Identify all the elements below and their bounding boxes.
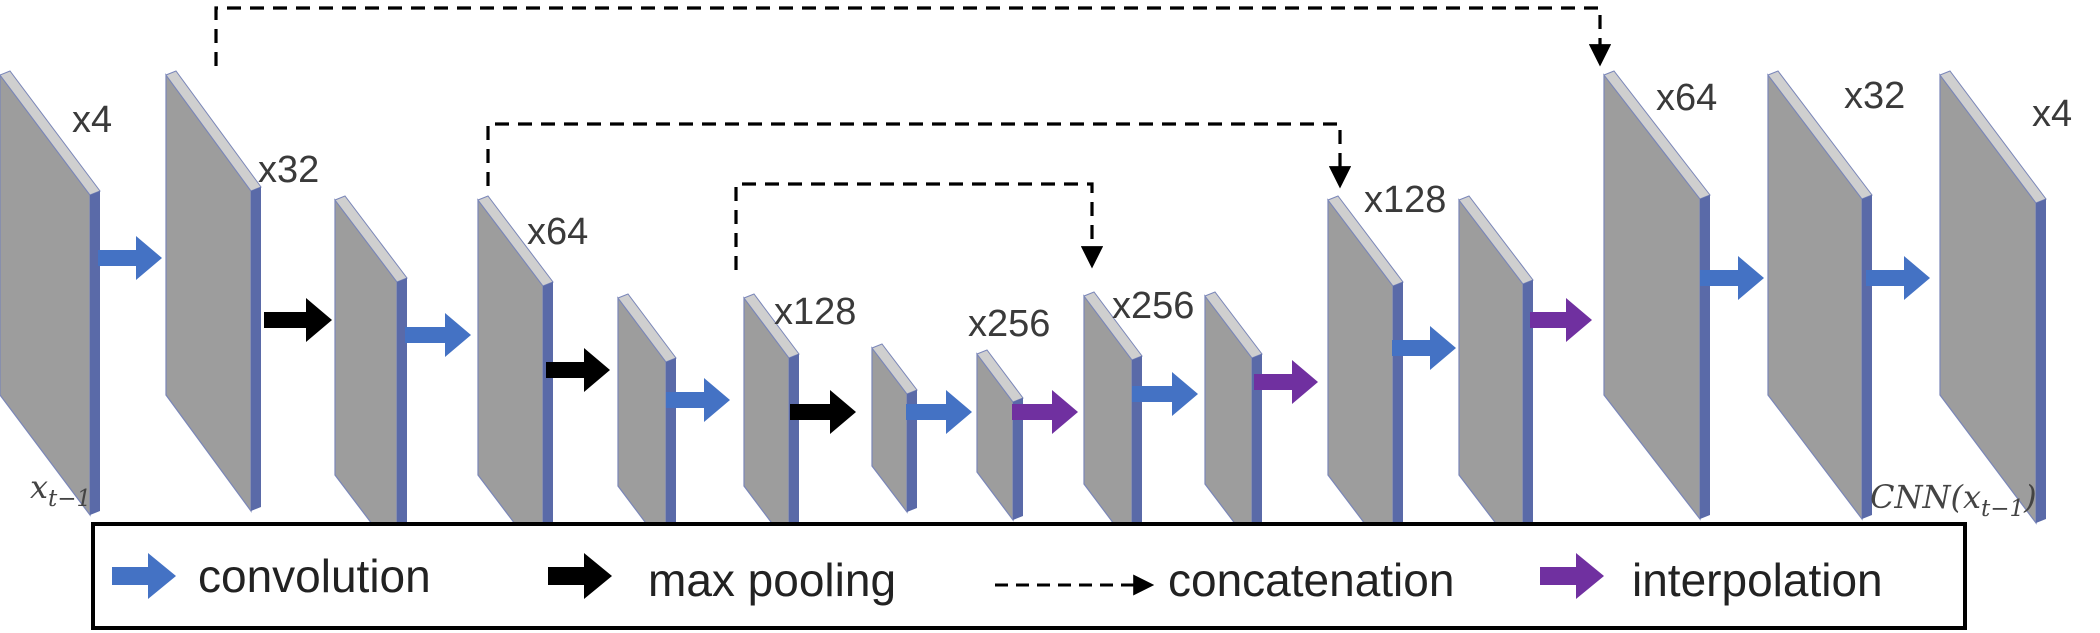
interpolation-arrow <box>1012 390 1078 434</box>
feature-map-block <box>1603 70 1711 521</box>
feature-map-side-face <box>543 282 553 561</box>
legend-max-pooling-arrow <box>548 553 612 599</box>
feature-map-side-face <box>1862 195 1872 519</box>
legend-concatenation-label: concatenation <box>1168 554 1454 606</box>
feature-map-front-face <box>1767 73 1863 521</box>
feature-map-side-face <box>907 390 917 512</box>
feature-map-block <box>0 70 101 517</box>
feature-map-front-face <box>1939 73 2037 525</box>
feature-map-block <box>976 349 1024 522</box>
feature-map-side-face <box>397 278 407 557</box>
legend-box <box>91 522 1967 630</box>
feature-map-block <box>1767 70 1873 521</box>
feature-map-blocks <box>0 70 2047 563</box>
concatenation-skip-arrow <box>734 182 1104 270</box>
feature-map-block <box>477 195 554 563</box>
feature-map-side-face <box>1013 398 1023 520</box>
feature-map-side-face <box>666 358 676 550</box>
max-pooling-arrow <box>790 390 856 434</box>
legend-interpolation-arrow <box>1540 553 1604 599</box>
channel-label-x128-up: x128 <box>1364 179 1446 221</box>
channel-label-x32-up: x32 <box>1844 75 1905 117</box>
convolution-arrow <box>98 236 162 280</box>
channel-label-x4-output: x4 <box>2032 93 2072 135</box>
operation-arrows <box>98 236 1930 434</box>
feature-map-side-face <box>1700 195 1710 519</box>
channel-label-x128: x128 <box>774 291 856 333</box>
skip-connections <box>214 6 1612 270</box>
convolution-arrow <box>1866 256 1930 300</box>
feature-map-side-face <box>1523 280 1533 559</box>
channel-label-x4-input: x4 <box>72 99 112 141</box>
feature-map-side-face <box>1252 354 1262 546</box>
feature-map-side-face <box>1393 282 1403 561</box>
legend-convolution-arrow <box>112 553 176 599</box>
feature-map-side-face <box>90 191 100 515</box>
feature-map-block <box>165 70 262 513</box>
legend-max-pooling-label: max pooling <box>648 554 896 606</box>
feature-map-block <box>334 195 408 559</box>
interpolation-arrow <box>1254 360 1318 404</box>
feature-map-block <box>1327 195 1404 563</box>
feature-map-side-face <box>2036 199 2046 523</box>
feature-map-block <box>1204 291 1263 548</box>
max-pooling-arrow <box>264 298 332 342</box>
max-pooling-arrow <box>546 348 610 392</box>
interpolation-arrow <box>1530 298 1592 342</box>
feature-map-front-face <box>165 73 252 513</box>
feature-map-block <box>617 293 677 552</box>
convolution-arrow <box>405 313 471 357</box>
convolution-arrow <box>1392 326 1456 370</box>
channel-label-x64-up: x64 <box>1656 77 1717 119</box>
concatenation-skip-arrow <box>214 6 1612 67</box>
concatenation-skip-arrow <box>486 122 1352 189</box>
legend-convolution-label: convolution <box>198 550 431 602</box>
channel-label-x256-a: x256 <box>968 303 1050 345</box>
feature-map-block <box>1083 291 1143 550</box>
convolution-arrow <box>666 378 730 422</box>
channel-label-x64: x64 <box>527 211 588 253</box>
feature-map-side-face <box>1132 356 1142 548</box>
convolution-arrow <box>906 390 972 434</box>
feature-map-side-face <box>789 354 799 546</box>
channel-label-x256-b: x256 <box>1112 285 1194 327</box>
feature-map-side-face <box>251 187 261 511</box>
feature-map-front-face <box>1603 73 1701 521</box>
feature-map-front-face <box>0 74 91 517</box>
feature-map-front-face <box>1327 198 1394 563</box>
legend-interpolation-label: interpolation <box>1632 554 1883 606</box>
convolution-arrow <box>1132 372 1198 416</box>
output-label: CNN(xt−1) <box>1870 478 2037 522</box>
feature-map-block <box>1939 70 2047 525</box>
legend: convolution max pooling concatenation in… <box>91 522 1967 630</box>
feature-map-block <box>871 343 918 514</box>
feature-map-block <box>1458 195 1534 561</box>
convolution-arrow <box>1700 256 1764 300</box>
feature-map-front-face <box>477 198 544 563</box>
input-label: xt−1 <box>30 468 91 512</box>
channel-label-x32: x32 <box>258 149 319 191</box>
